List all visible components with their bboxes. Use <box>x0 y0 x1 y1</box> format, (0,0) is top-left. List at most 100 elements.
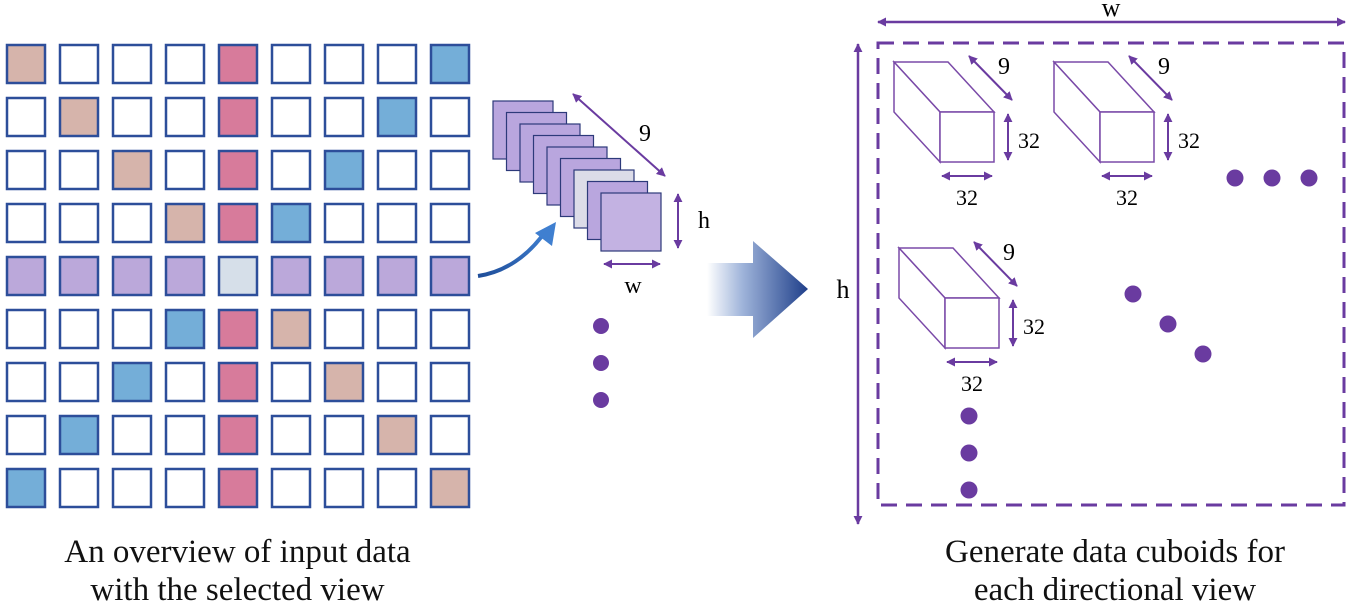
grid-cell <box>429 361 471 403</box>
grid-cell <box>323 202 365 244</box>
grid-cell <box>5 414 47 456</box>
grid-cell <box>217 308 259 350</box>
grid-cell <box>270 255 312 297</box>
grid-cell <box>5 467 47 509</box>
grid-cell <box>270 467 312 509</box>
grid-cell <box>376 361 418 403</box>
grid-cell <box>111 467 153 509</box>
data-cuboid: 9 32 32 <box>897 240 1045 396</box>
grid-cell <box>58 467 100 509</box>
curved-arrow-head <box>535 222 556 246</box>
outer-width-label: w <box>1102 0 1121 22</box>
grid-cell <box>164 255 206 297</box>
right-caption: Generate data cuboids for each direction… <box>880 533 1350 609</box>
grid-cell <box>270 308 312 350</box>
grid-cell <box>58 149 100 191</box>
grid-cell <box>164 43 206 85</box>
view-slice-stack <box>492 100 662 252</box>
cuboid-width-label: 32 <box>961 371 983 396</box>
grid-cell <box>270 202 312 244</box>
grid-cell <box>323 43 365 85</box>
grid-cell <box>429 414 471 456</box>
grid-cell <box>111 96 153 138</box>
grid-cell <box>376 255 418 297</box>
grid-cell <box>217 202 259 244</box>
cuboid-depth-label: 9 <box>1003 240 1015 266</box>
grid-cell <box>217 255 259 297</box>
left-caption-line1: An overview of input data <box>64 534 411 570</box>
cuboid-width-label: 32 <box>956 185 978 210</box>
right-caption-line1: Generate data cuboids for <box>945 534 1285 570</box>
grid-cell <box>164 414 206 456</box>
grid-cell <box>111 255 153 297</box>
grid-cell <box>111 361 153 403</box>
stack-depth-arrow <box>572 93 666 177</box>
grid-cell <box>164 202 206 244</box>
cuboid-depth-arrow <box>973 241 1018 287</box>
input-data-grid <box>5 43 471 509</box>
diagonal-continuation-dots <box>1124 285 1212 363</box>
grid-cell <box>5 202 47 244</box>
grid-cell <box>323 96 365 138</box>
stack-height-label: h <box>698 208 710 234</box>
grid-cell <box>270 149 312 191</box>
grid-cell <box>111 414 153 456</box>
grid-cell <box>376 202 418 244</box>
grid-cell <box>58 255 100 297</box>
grid-cell <box>323 149 365 191</box>
grid-cell <box>5 96 47 138</box>
grid-cell <box>270 43 312 85</box>
cuboid-depth-label: 9 <box>998 54 1010 80</box>
grid-cell <box>270 414 312 456</box>
output-frame <box>876 41 1346 507</box>
grid-cell <box>270 361 312 403</box>
grid-cell <box>164 96 206 138</box>
grid-cell <box>429 202 471 244</box>
grid-cell <box>376 43 418 85</box>
horizontal-continuation-dots <box>1226 169 1318 187</box>
grid-cell <box>429 467 471 509</box>
curved-arrow <box>477 230 547 278</box>
right-caption-line2: each directional view <box>973 572 1257 608</box>
grid-cell <box>5 308 47 350</box>
stack-width-label: w <box>624 273 642 299</box>
grid-cell <box>217 467 259 509</box>
grid-cell <box>217 361 259 403</box>
left-caption-line2: with the selected view <box>90 572 385 608</box>
cuboid-height-label: 32 <box>1018 128 1040 153</box>
grid-cell <box>323 255 365 297</box>
data-cuboid: 9 32 32 <box>892 54 1040 210</box>
grid-cell <box>429 255 471 297</box>
grid-cell <box>217 96 259 138</box>
grid-cell <box>376 308 418 350</box>
grid-cell <box>58 96 100 138</box>
grid-cell <box>164 308 206 350</box>
cuboid-depth-arrow <box>1128 55 1173 101</box>
cuboid-front <box>1099 111 1155 163</box>
vertical-continuation-dots <box>960 407 978 499</box>
stack-depth-label: 9 <box>639 121 651 147</box>
grid-cell <box>58 414 100 456</box>
grid-cell <box>323 361 365 403</box>
grid-cell <box>217 43 259 85</box>
grid-cell <box>5 255 47 297</box>
view-slice <box>600 192 662 252</box>
grid-cell <box>323 308 365 350</box>
cuboid-height-label: 32 <box>1023 314 1045 339</box>
grid-cell <box>111 149 153 191</box>
grid-cell <box>164 361 206 403</box>
grid-cell <box>58 202 100 244</box>
outer-height-label: h <box>837 275 850 304</box>
cuboid-depth-label: 9 <box>1158 54 1170 80</box>
grid-cell <box>376 467 418 509</box>
left-caption: An overview of input data with the selec… <box>0 533 475 609</box>
grid-cell <box>58 43 100 85</box>
grid-cell <box>429 43 471 85</box>
grid-cell <box>217 149 259 191</box>
grid-cell <box>111 43 153 85</box>
stack-continuation-dots <box>593 318 609 408</box>
grid-cell <box>270 96 312 138</box>
